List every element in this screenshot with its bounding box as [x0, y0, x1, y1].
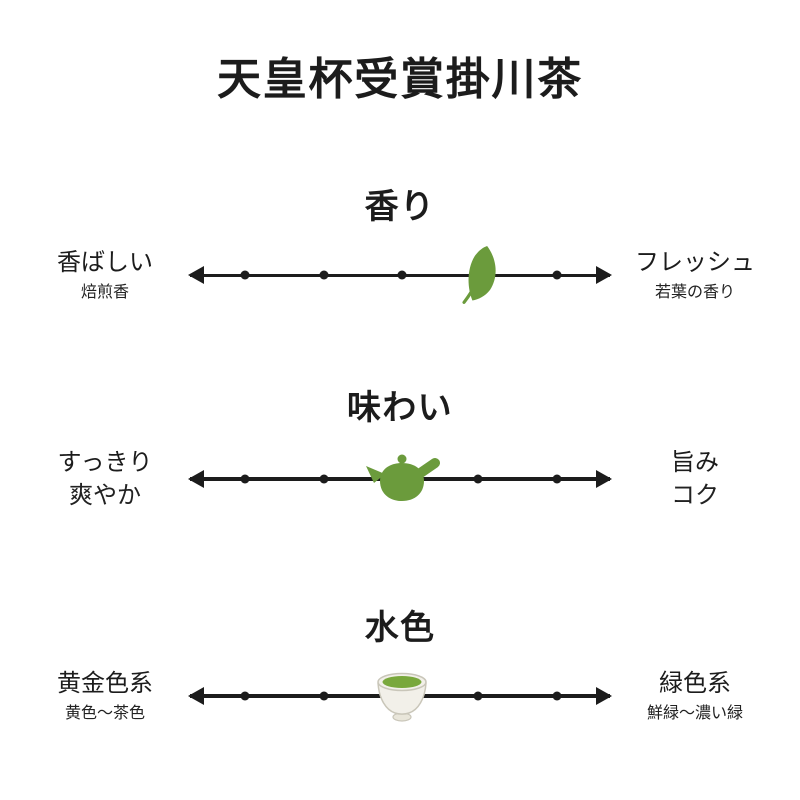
scale-taste-row: すっきり 爽やか [0, 447, 800, 511]
tick-dot [552, 270, 562, 280]
scale-aroma-left-label: 香ばしい 焙煎香 [26, 247, 184, 304]
scale-aroma-row: 香ばしい 焙煎香 フレッシュ [0, 245, 800, 305]
left-label-sub: 焙煎香 [80, 284, 129, 302]
scale-taste-right-label: 旨み コク [616, 447, 774, 511]
scale-taste-track [188, 449, 612, 509]
right-label-main: 緑色系 [659, 669, 731, 697]
tick-dot [319, 270, 329, 280]
arrow-right-icon [596, 687, 612, 706]
scale-liquor-color-row: 黄金色系 黄色〜茶色 [0, 666, 800, 726]
tick-dot [240, 270, 250, 280]
scale-aroma-right-label: フレッシュ 若葉の香り [616, 247, 774, 304]
left-label-main: 香ばしい [57, 248, 153, 276]
tick-dot [552, 691, 562, 701]
tick-dot [240, 691, 250, 701]
arrow-right-icon [596, 469, 612, 488]
right-label-sub: 若葉の香り [654, 284, 735, 302]
tick-dot [240, 474, 250, 484]
tick-dot [552, 474, 562, 484]
arrow-left-icon [188, 469, 204, 488]
tick-dot [319, 691, 329, 701]
scale-taste-heading: 味わい [346, 388, 454, 429]
scale-liquor-color-left-label: 黄金色系 黄色〜茶色 [26, 668, 184, 725]
right-label-main: 旨み [671, 448, 719, 476]
left-label-sub: 爽やか [69, 481, 141, 509]
arrow-left-icon [188, 687, 204, 706]
scale-aroma: 香り 香ばしい 焙煎香 [0, 188, 800, 305]
right-label-sub: 鮮緑〜濃い緑 [646, 704, 743, 722]
teapot-icon [363, 451, 441, 507]
left-label-sub: 黄色〜茶色 [64, 704, 145, 722]
scale-taste-left-label: すっきり 爽やか [26, 447, 184, 511]
scale-liquor-color: 水色 黄金色系 黄色〜茶色 [0, 607, 800, 726]
leaf-icon [455, 243, 501, 307]
left-label-main: 黄金色系 [57, 669, 153, 697]
arrow-left-icon [188, 266, 204, 285]
tick-dot [397, 270, 407, 280]
scale-liquor-color-track [188, 666, 612, 726]
tick-dot [319, 474, 329, 484]
scale-aroma-heading: 香り [364, 187, 436, 228]
tick-dot [473, 474, 483, 484]
tick-dot [473, 691, 483, 701]
right-label-main: フレッシュ [635, 248, 755, 276]
right-label-sub: コク [671, 481, 719, 509]
scale-aroma-track [188, 245, 612, 305]
scale-liquor-color-heading: 水色 [364, 607, 436, 648]
arrow-right-icon [596, 266, 612, 285]
left-label-main: すっきり [57, 448, 153, 476]
teacup-icon [373, 669, 431, 723]
scale-taste: 味わい すっきり 爽やか [0, 389, 800, 510]
page-title: 天皇杯受賞掛川茶 [216, 54, 584, 105]
scale-liquor-color-right-label: 緑色系 鮮緑〜濃い緑 [616, 668, 774, 725]
